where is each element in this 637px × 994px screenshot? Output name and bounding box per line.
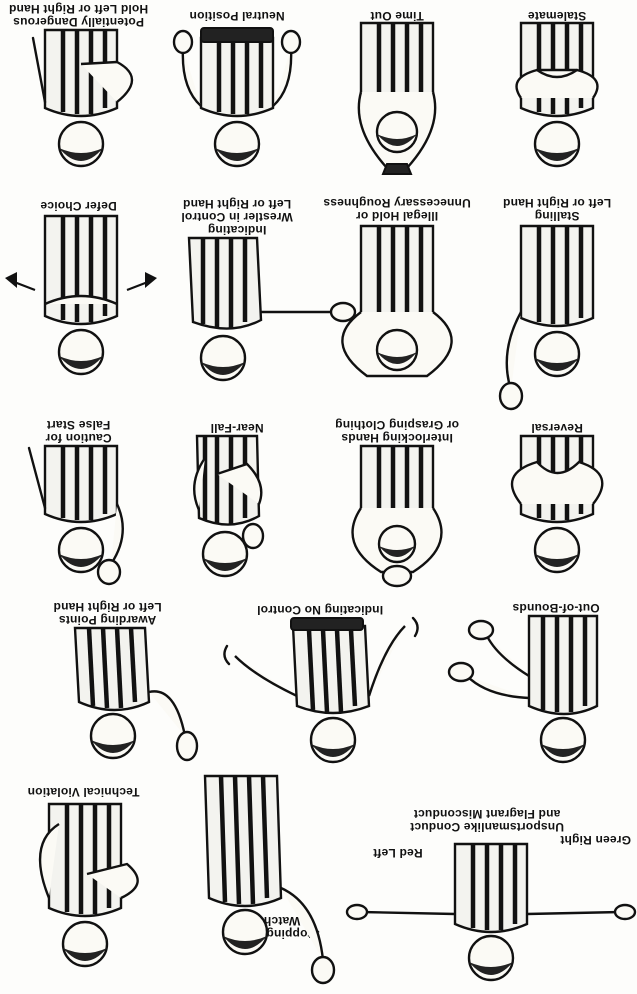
- caption-line: False Start: [0, 418, 157, 431]
- signal-awarding-points: Awarding Points Left or Right Hand: [0, 594, 215, 776]
- signal-potentially-dangerous: Potentially Dangerous Hold Left or Right…: [0, 0, 157, 188]
- signal-caption: Reversal: [477, 421, 637, 434]
- signal-caption: Caution for False Start: [0, 418, 157, 444]
- referee-figure: [337, 844, 637, 994]
- signal-illegal-hold: Illegal Hold or Unnecessary Roughness: [317, 188, 477, 412]
- signal-caption: Out-of-Bounds: [475, 601, 637, 614]
- referee-figure: [477, 436, 637, 594]
- signal-stopping-the-watch: Stopping the Watch: [167, 776, 337, 994]
- caption-line: Left or Right Hand: [157, 197, 317, 210]
- caption-line: Illegal Hold or: [317, 209, 477, 222]
- signal-caption: Near-Fall: [157, 421, 317, 434]
- caption-line: Time Out: [317, 9, 477, 22]
- caption-line: Technical Violation: [0, 785, 167, 798]
- referee-figure: [0, 30, 157, 188]
- signal-caution-false-start: Caution for False Start: [0, 412, 157, 594]
- signal-caption: Interlocking Hands or Grasping Clothing: [317, 418, 477, 444]
- caption-line: Hold Left or Right Hand: [0, 2, 157, 15]
- signal-row-5: Green Right Unsportsmanlike Conduct and …: [0, 776, 637, 994]
- referee-figure: [215, 618, 425, 776]
- signal-row-4: Out-of-Bounds Indicating No Control: [0, 594, 637, 776]
- signal-stalling: Stalling Left or Right Hand: [477, 188, 637, 412]
- caption-line: Neutral Position: [157, 9, 317, 22]
- referee-figure: [0, 446, 157, 594]
- signal-caption: Indicating Wrestler in Control Left or R…: [157, 197, 317, 236]
- signal-caption: Awarding Points Left or Right Hand: [0, 600, 215, 626]
- signal-interlocking-hands: Interlocking Hands or Grasping Clothing: [317, 412, 477, 594]
- referee-figure: [425, 616, 637, 776]
- signal-technical-violation: Technical Violation: [0, 776, 167, 994]
- caption-line: Out-of-Bounds: [475, 601, 637, 614]
- caption-line: Left or Right Hand: [0, 600, 215, 613]
- signal-defer-choice: Defer Choice: [0, 188, 157, 412]
- referee-figure: [317, 446, 477, 594]
- referee-figure: [477, 226, 637, 412]
- caption-line: Indicating: [157, 223, 317, 236]
- caption-line: Unnecessary Roughness: [317, 196, 477, 209]
- signal-caption: Neutral Position: [157, 9, 317, 22]
- signal-indicating-no-control: Indicating No Control: [215, 594, 425, 776]
- signal-unsportsmanlike-conduct: Green Right Unsportsmanlike Conduct and …: [337, 776, 637, 994]
- signal-caption: Defer Choice: [0, 199, 157, 212]
- signal-near-fall: Near-Fall: [157, 412, 317, 594]
- referee-figure: [0, 216, 157, 412]
- signal-caption: Potentially Dangerous Hold Left or Right…: [0, 2, 157, 28]
- caption-line: Defer Choice: [0, 199, 157, 212]
- signal-time-out: Time Out: [317, 0, 477, 188]
- caption-line: Caution for: [0, 431, 157, 444]
- caption-line: Left or Right Hand: [477, 196, 637, 209]
- signal-indicating-wrestler-in-control: Indicating Wrestler in Control Left or R…: [157, 188, 317, 412]
- signal-row-1: Stalemate Time Out: [0, 0, 637, 188]
- signal-caption: Illegal Hold or Unnecessary Roughness: [317, 196, 477, 222]
- referee-figure: [0, 804, 167, 994]
- caption-line: and Flagrant Misconduct: [337, 807, 637, 820]
- caption-line: Stalling: [477, 209, 637, 222]
- caption-line: Wrestler in Control: [157, 210, 317, 223]
- caption-line: Stalemate: [477, 9, 637, 22]
- caption-line: Reversal: [477, 421, 637, 434]
- signal-caption: Stalling Left or Right Hand: [477, 196, 637, 222]
- signal-row-2: Stalling Left or Right Hand Illegal Hold…: [0, 188, 637, 412]
- referee-figure: [477, 23, 637, 188]
- caption-line: Unsportsmanlike Conduct: [337, 820, 637, 833]
- signal-stalemate: Stalemate: [477, 0, 637, 188]
- signal-row-3: Reversal Interlocking Hands or Grasping …: [0, 412, 637, 594]
- signal-caption: Stalemate: [477, 9, 637, 22]
- caption-line: Awarding Points: [0, 613, 215, 626]
- signal-reversal: Reversal: [477, 412, 637, 594]
- signal-caption: Technical Violation: [0, 785, 167, 798]
- signal-out-of-bounds: Out-of-Bounds: [425, 594, 637, 776]
- referee-figure: [167, 776, 337, 994]
- caption-line: Near-Fall: [157, 421, 317, 434]
- signal-neutral-position: Neutral Position: [157, 0, 317, 188]
- signal-caption: Time Out: [317, 9, 477, 22]
- referee-figure: [157, 436, 317, 594]
- caption-line: or Grasping Clothing: [317, 418, 477, 431]
- referee-figure: [157, 238, 317, 412]
- referee-figure: [0, 628, 215, 776]
- referee-figure: [317, 23, 477, 188]
- referee-figure: [157, 23, 317, 188]
- signal-caption: Indicating No Control: [215, 603, 425, 616]
- caption-line: Indicating No Control: [215, 603, 425, 616]
- caption-line: Potentially Dangerous: [0, 15, 157, 28]
- caption-line: Interlocking Hands: [317, 431, 477, 444]
